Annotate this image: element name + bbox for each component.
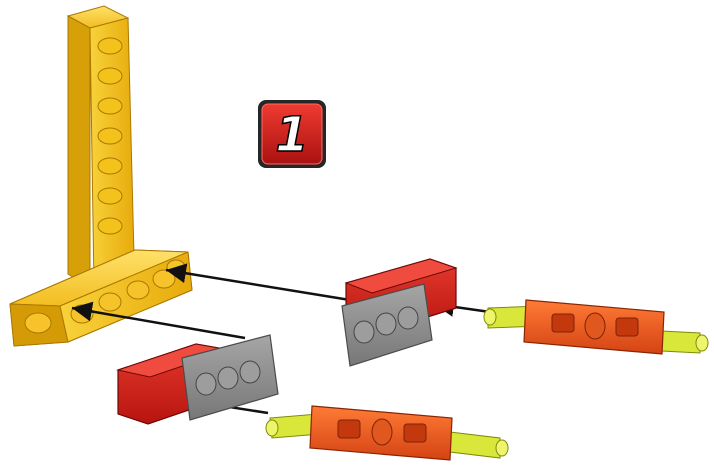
step-number: 1: [275, 107, 308, 163]
orange-connector-icon: [309, 405, 453, 461]
yellow-beam-studs: [97, 37, 123, 235]
lime-pin-icon: [265, 413, 509, 459]
assembly-arrow-icon: [165, 263, 351, 302]
assembly-arrow-icon: [71, 301, 246, 340]
orange-connector-icon: [523, 299, 665, 355]
gray-plate-icon: [181, 334, 279, 421]
step-badge: 1: [258, 100, 326, 168]
yellow-t-beam-icon: [9, 5, 193, 347]
gray-plate-icon: [341, 283, 433, 367]
